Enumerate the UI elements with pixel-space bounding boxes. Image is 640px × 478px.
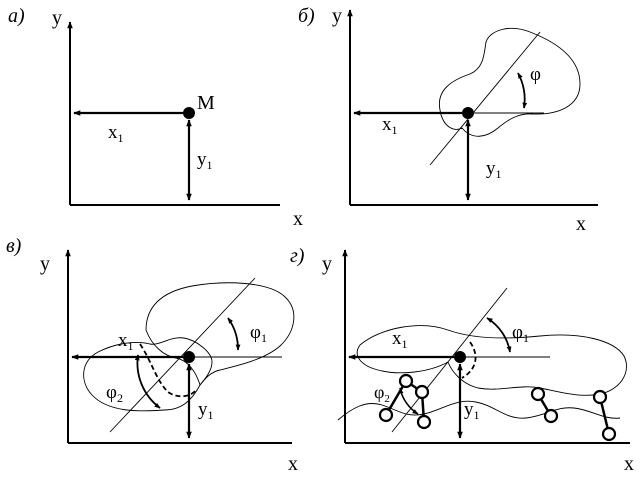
panel-d-y1-label: y1	[464, 399, 480, 422]
panel-d: г) y x φ1 φ2	[290, 245, 634, 475]
panel-a-label: а)	[8, 5, 25, 27]
panel-c-y1-label: y1	[198, 399, 214, 422]
leg-joint	[601, 426, 617, 442]
panel-c-point	[183, 351, 195, 363]
panel-b-y1-label: y1	[486, 158, 502, 181]
panel-d-body-outline	[356, 325, 627, 396]
panel-b-angle-arc	[517, 72, 528, 109]
panel-b-body-axis	[429, 31, 541, 166]
panel-c-body-axis	[109, 277, 256, 433]
panel-d-terrain	[337, 400, 621, 421]
panel-b-y-axis-label: y	[332, 5, 342, 27]
panel-a-x1-label: x1	[108, 122, 124, 145]
leg-joint	[592, 389, 608, 405]
panel-b: б) y x φ x1 y1	[298, 5, 598, 235]
leg-joint	[378, 407, 394, 423]
panel-d-label: г)	[290, 245, 305, 267]
panel-c-body-outline-1	[145, 282, 295, 386]
panel-b-body-outline	[438, 28, 581, 137]
panel-c-x-axis-label: x	[288, 453, 298, 473]
panel-a-y-axis-label: y	[52, 7, 62, 29]
leg-joint	[543, 408, 559, 424]
panel-d-angle1-label: φ1	[512, 322, 529, 345]
panel-a-point-m	[183, 107, 195, 119]
panel-d-x1-label: x1	[392, 328, 408, 351]
leg-joint	[416, 414, 432, 430]
panel-b-angle-label: φ	[530, 64, 541, 85]
panel-c-angle1-arc	[227, 317, 241, 351]
panel-c-label: в)	[6, 235, 22, 257]
panel-d-angle1-arc	[486, 317, 512, 353]
panel-a-point-label: M	[197, 92, 215, 114]
panel-c-angle2-label: φ2	[106, 382, 123, 405]
leg-joint	[414, 384, 430, 400]
panel-b-x1-label: x1	[382, 114, 398, 137]
panel-b-x-axis-label: x	[576, 213, 586, 235]
panel-a-y1-label: y1	[197, 149, 213, 172]
panel-d-x-axis-label: x	[624, 453, 634, 473]
panel-c-body-outline-2	[83, 337, 213, 412]
panel-c: в) y x φ1 φ2 x1 y1	[6, 235, 298, 475]
panel-c-x1-label: x1	[118, 330, 134, 353]
panel-a-x-axis-label: x	[293, 208, 303, 230]
panel-a: а) y x M x1 y1	[8, 5, 303, 230]
panel-c-y-axis-label: y	[40, 253, 50, 275]
panel-c-angle1-label: φ1	[250, 322, 267, 345]
leg-joint	[530, 386, 546, 402]
panel-d-dashed-link	[461, 341, 477, 379]
panel-b-point	[462, 107, 474, 119]
panel-d-angle2-label: φ2	[374, 382, 390, 405]
panel-c-angle2-arc	[134, 354, 161, 409]
leg-joint	[398, 373, 414, 389]
panel-d-legs	[378, 373, 617, 442]
panel-d-body-axis	[391, 287, 508, 433]
panel-b-label: б)	[298, 5, 315, 27]
panel-d-point	[454, 351, 466, 363]
panel-d-y-axis-label: y	[322, 253, 332, 275]
